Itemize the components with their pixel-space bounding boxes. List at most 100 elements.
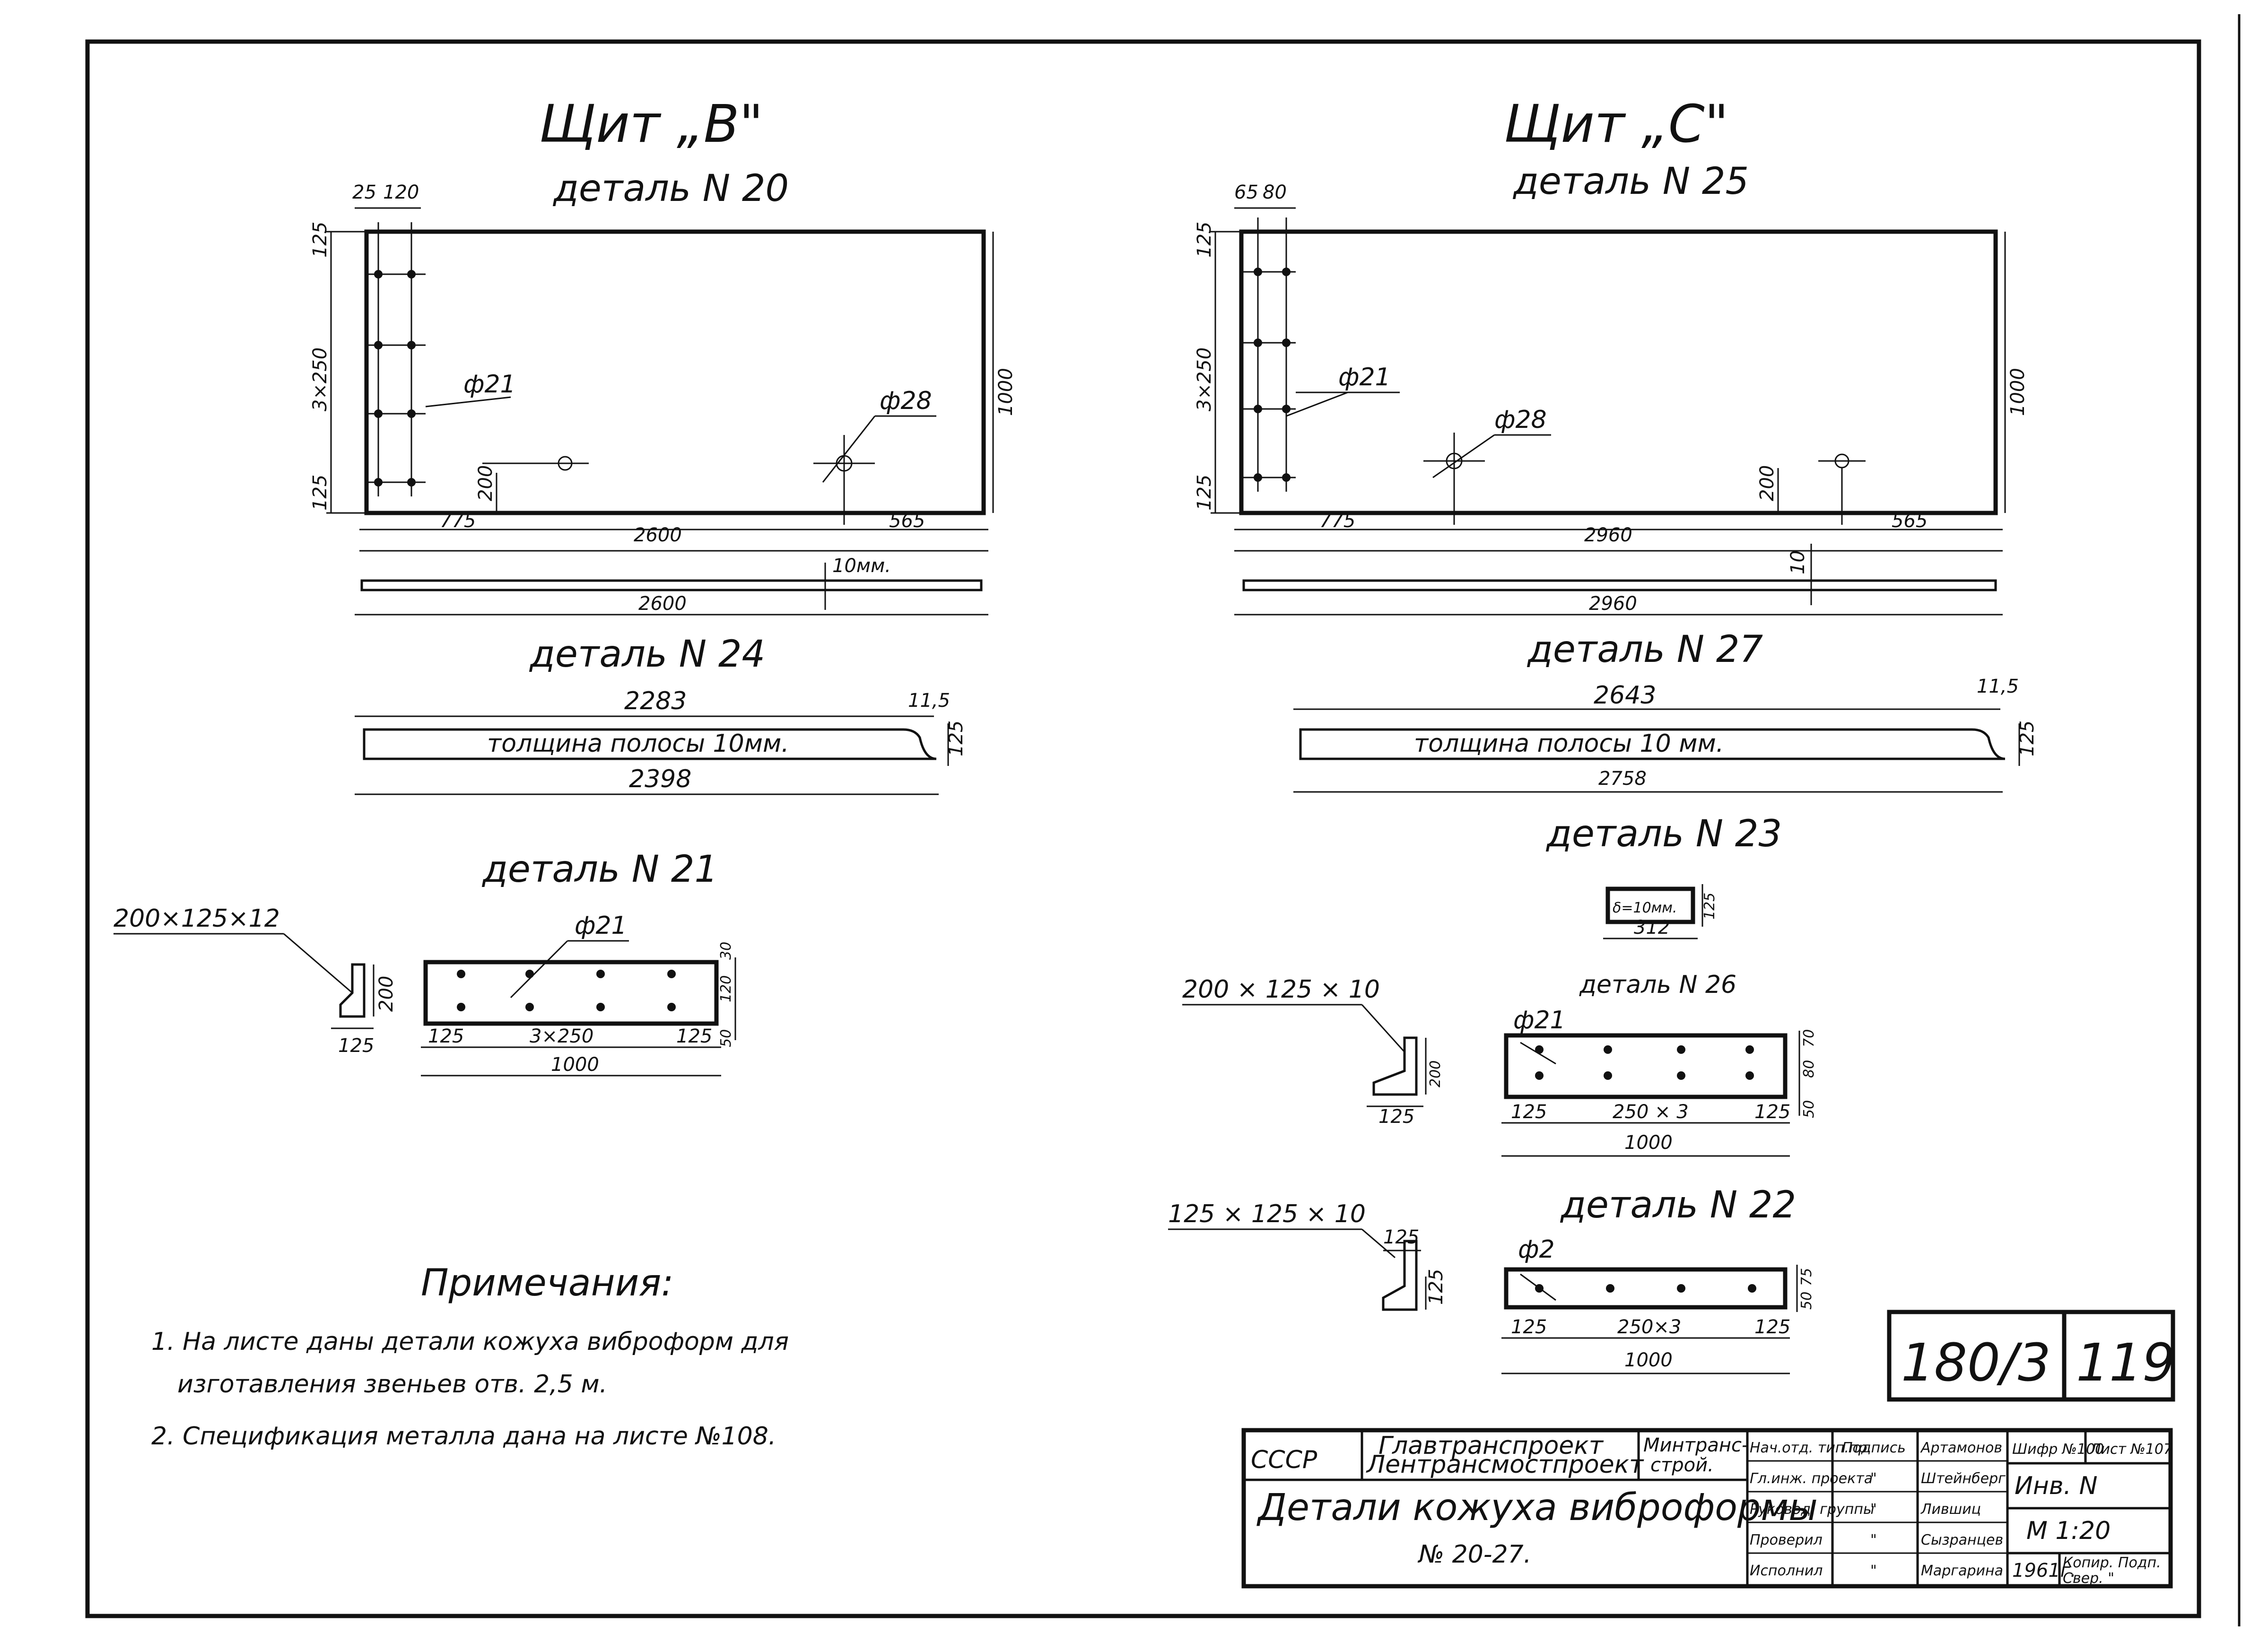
title-ministry-1: Минтранс-: [1643, 1434, 1748, 1456]
detail-26-plate: [1501, 1031, 1800, 1157]
detail-21-hole: ф21: [575, 912, 627, 940]
detail-20-dim-bottom-b: 2600: [634, 524, 682, 546]
detail-22-dim-bottom-b: 250×3: [1617, 1316, 1681, 1338]
detail-20-title: деталь N 20: [552, 167, 789, 210]
detail-21-dim-bottom-b: 3×250: [530, 1025, 593, 1047]
signature-5: ": [1870, 1563, 1877, 1579]
detail-25-plate: [1239, 217, 1998, 525]
notes-line-1: 1. На листе даны детали кожуха виброформ…: [151, 1328, 789, 1356]
sheet-number: 119: [2076, 1332, 2175, 1393]
name-5: Маргарина: [1921, 1563, 2003, 1579]
detail-25-dim-right: 1000: [2007, 368, 2029, 416]
detail-26-angle-w: 125: [1378, 1106, 1414, 1128]
signature-3: ": [1870, 1501, 1877, 1518]
detail-24-label: толщина полосы 10мм.: [487, 730, 789, 758]
detail-26-dim-right-b: 80: [1801, 1060, 1817, 1078]
detail-21-dim-right-a: 30: [718, 942, 734, 960]
title-block: [1241, 1428, 2173, 1589]
detail-26-dim-bottom-a: 125: [1511, 1101, 1547, 1123]
title-org-2: Лентрансмостпроект: [1366, 1451, 1644, 1479]
detail-21-plate: [421, 940, 736, 1077]
detail-22-plate: [1501, 1265, 1798, 1374]
detail-21-angle-h: 200: [375, 976, 397, 1012]
notes-line-3: 2. Спецификация металла дана на листе №1…: [151, 1422, 776, 1451]
detail-22-dim-total: 1000: [1624, 1349, 1673, 1371]
title-ministry-2: строй.: [1650, 1454, 1714, 1476]
role-chief-engineer: Гл.инж. проекта: [1750, 1470, 1873, 1487]
detail-24-dim-right: 125: [945, 721, 967, 756]
detail-26-title: деталь N 26: [1579, 971, 1736, 999]
shield-c-strip: [1234, 544, 2003, 616]
check-label: Свер. ": [2063, 1570, 2114, 1587]
shield-c-strip-length: 2960: [1589, 593, 1637, 615]
detail-20-dim-left-bot: 125: [309, 475, 331, 511]
detail-22-dim-right-a: 75: [1798, 1268, 1815, 1286]
detail-27-dim-chamfer: 11,5: [1977, 676, 2019, 697]
detail-20-dim-right: 1000: [995, 368, 1017, 416]
detail-25-dim-200: 200: [1756, 465, 1778, 501]
detail-20-hole-large-label: ф28: [880, 387, 932, 415]
scale-label: М 1:20: [2026, 1517, 2111, 1545]
detail-26-dim-total: 1000: [1624, 1132, 1673, 1154]
detail-21-title: деталь N 21: [481, 848, 718, 891]
detail-21-dim-total: 1000: [551, 1054, 599, 1076]
detail-20-dim-top-a: 25: [352, 182, 376, 203]
detail-22-dim-right-b: 50: [1798, 1292, 1815, 1310]
detail-24-dim-chamfer: 11,5: [908, 690, 950, 712]
detail-25-dim-left-mid: 3×250: [1194, 348, 1215, 411]
shield-c-strip-thickness: 10: [1787, 550, 1809, 574]
role-checked: Проверил: [1750, 1532, 1823, 1548]
detail-23-label: δ=10мм.: [1613, 900, 1677, 916]
sheet-series: 180/3: [1901, 1332, 2051, 1393]
sheet-label: Лист №107: [2090, 1441, 2172, 1458]
detail-21-angle: [113, 933, 375, 1029]
detail-20-dim-left-mid: 3×250: [309, 348, 331, 411]
inv-label: Инв. N: [2015, 1472, 2098, 1500]
detail-27-strip: [1293, 708, 2020, 793]
detail-20-dimensions: [326, 207, 994, 552]
title-drawing: Детали кожуха виброформы: [1256, 1486, 1818, 1529]
detail-26-hole: ф21: [1513, 1006, 1566, 1034]
detail-21-dim-right-b: 120: [718, 975, 734, 1002]
detail-22-angle-h: 125: [1425, 1269, 1447, 1305]
detail-21-dim-right-c: 50: [718, 1029, 734, 1047]
detail-25-hole-small-label: ф21: [1338, 363, 1391, 391]
detail-25-title: деталь N 25: [1512, 160, 1749, 203]
role-group-lead: Руковод. группы: [1750, 1501, 1875, 1518]
detail-25-hole-large-label: ф28: [1494, 406, 1547, 434]
detail-23-plate: [1603, 884, 1703, 939]
detail-22-dim-bottom-c: 125: [1754, 1316, 1790, 1338]
sheet-number-box: [1887, 1310, 2175, 1402]
detail-24-dim-top: 2283: [624, 687, 687, 715]
detail-20-dim-bottom-a: 775: [440, 510, 476, 532]
detail-26-angle: [1182, 1004, 1427, 1107]
detail-22-dim-bottom-a: 125: [1511, 1316, 1547, 1338]
notes-heading: Примечания:: [421, 1262, 673, 1304]
detail-20-dim-left-top: 125: [309, 222, 331, 258]
detail-25-dim-left-bot: 125: [1194, 475, 1215, 511]
detail-25-dim-left-top: 125: [1194, 222, 1215, 258]
detail-21-dim-bottom-c: 125: [676, 1025, 712, 1047]
detail-22-angle-w: 125: [1383, 1226, 1419, 1248]
detail-22-angle: [1168, 1228, 1427, 1311]
detail-23-dim-h: 125: [1701, 893, 1718, 920]
signature-2: ": [1870, 1470, 1877, 1487]
name-1: Артамонов: [1920, 1440, 2002, 1456]
notes-line-2: изготавления звеньев отв. 2,5 м.: [177, 1370, 607, 1399]
detail-20-dim-bottom-c: 565: [889, 510, 925, 532]
signature-header: Подпись: [1842, 1440, 1906, 1456]
detail-27-dim-top: 2643: [1594, 681, 1656, 710]
shield-b-strip-thickness: 10мм.: [832, 555, 891, 577]
detail-26-dim-bottom-c: 125: [1754, 1101, 1790, 1123]
year-label: 1961г.: [2012, 1560, 2076, 1581]
role-performed: Исполнил: [1750, 1563, 1823, 1579]
sheet-frame: [85, 39, 2201, 1618]
detail-20-dim-200: 200: [475, 465, 497, 501]
detail-25-dim-bottom-c: 565: [1892, 510, 1928, 532]
shield-b-strip: [355, 563, 988, 616]
detail-24-dim-bottom: 2398: [629, 765, 691, 793]
detail-21-angle-w: 125: [338, 1035, 374, 1057]
detail-23-dim-w: 312: [1634, 917, 1670, 938]
detail-25-dim-bottom-a: 775: [1319, 510, 1355, 532]
